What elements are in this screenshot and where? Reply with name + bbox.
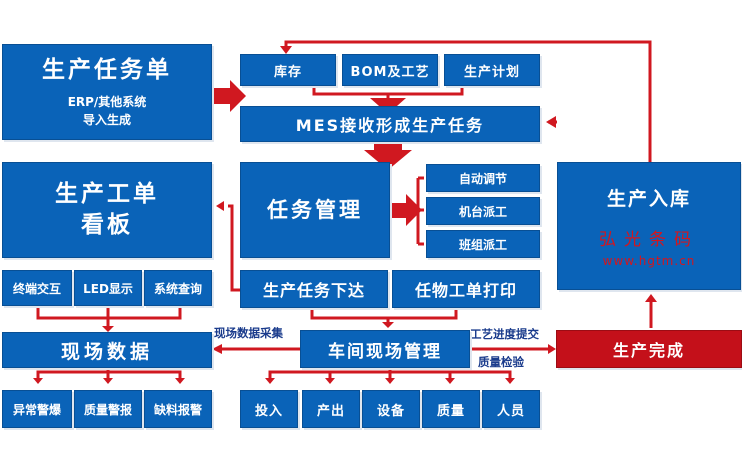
production-plan-box: 生产计划 xyxy=(444,54,540,86)
production-warehouse-title: 生产入库 xyxy=(606,188,691,210)
system-query-box: 系统查询 xyxy=(144,270,212,306)
bottom-item-input: 投入 xyxy=(240,390,298,428)
work-order-board-line2: 看板 xyxy=(81,212,133,238)
bom-box: BOM及工艺 xyxy=(342,54,438,86)
production-warehouse-box: 生产入库 弘光条码 www.hgtm.cn xyxy=(557,162,741,290)
watermark-text: 弘光条码 xyxy=(599,230,699,250)
bottom-item-equipment: 设备 xyxy=(362,390,420,428)
quality-inspection-label: 质量检验 xyxy=(478,355,524,369)
alarm-box-material: 缺料报警 xyxy=(144,390,212,428)
bottom-item-quality: 质量 xyxy=(422,390,480,428)
field-data-collection-label: 现场数据采集 xyxy=(214,326,283,340)
mes-box: MES接收形成生产任务 xyxy=(240,106,540,142)
process-progress-label: 工艺进度提交 xyxy=(470,327,539,341)
production-order-box: 生产任务单 ERP/其他系统 导入生成 xyxy=(2,44,212,140)
machine-dispatch-box: 机台派工 xyxy=(426,197,540,225)
alarm-box-quality: 质量警报 xyxy=(74,390,142,428)
auto-adjust-box: 自动调节 xyxy=(426,164,540,192)
work-order-board-line1: 生产工单 xyxy=(55,180,159,207)
inventory-box: 库存 xyxy=(240,54,336,86)
production-order-sub2: 导入生成 xyxy=(82,112,131,127)
workshop-management-box: 车间现场管理 xyxy=(300,330,470,368)
alarm-box-exception: 异常警爆 xyxy=(2,390,72,428)
led-display-box: LED显示 xyxy=(74,270,142,306)
work-order-print-box: 任物工单打印 xyxy=(392,270,540,308)
field-data-box: 现场数据 xyxy=(2,332,212,368)
work-order-board-box: 生产工单 看板 xyxy=(2,162,212,258)
task-issue-box: 生产任务下达 xyxy=(240,270,388,308)
bottom-item-output: 产出 xyxy=(302,390,360,428)
terminal-interaction-box: 终端交互 xyxy=(2,270,72,306)
production-order-title: 生产任务单 xyxy=(42,57,172,84)
production-order-sub1: ERP/其他系统 xyxy=(67,94,147,109)
watermark-url: www.hgtm.cn xyxy=(602,254,696,268)
team-dispatch-box: 班组派工 xyxy=(426,230,540,258)
production-complete-box: 生产完成 xyxy=(556,330,742,368)
task-management-box: 任务管理 xyxy=(240,162,390,258)
bottom-item-personnel: 人员 xyxy=(482,390,540,428)
